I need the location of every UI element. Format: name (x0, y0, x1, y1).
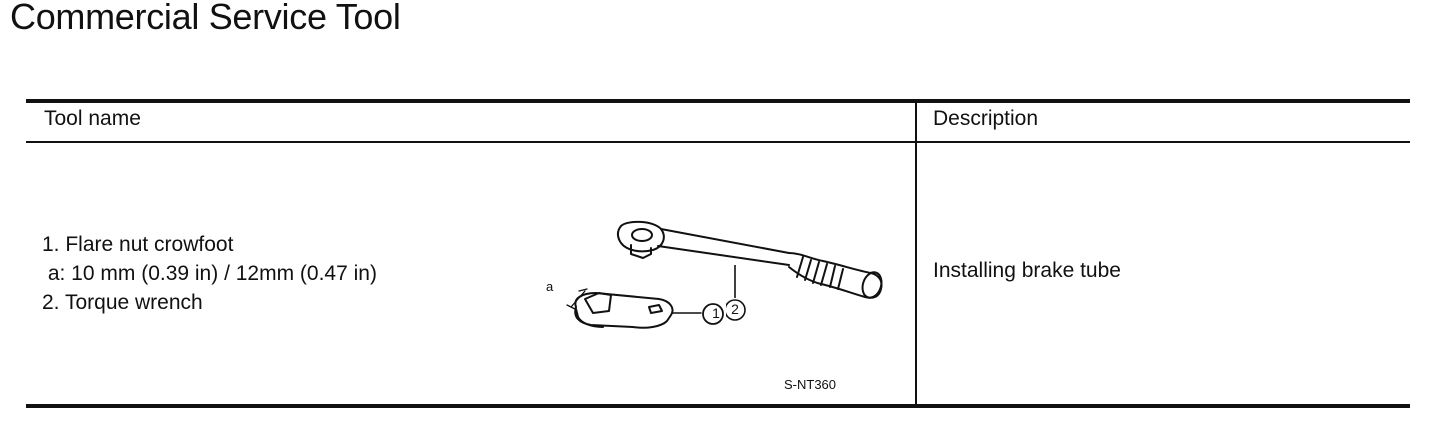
wrench-drive-socket (631, 228, 653, 242)
header-description: Description (933, 107, 1039, 130)
header-tool-name: Tool name (44, 107, 141, 130)
crowfoot-body-lower (575, 308, 604, 328)
commercial-service-tool-table: Tool name Description 1. Flare nut crowf… (26, 99, 1410, 408)
table-top-rule (26, 99, 1410, 103)
callout-1-label: 1 (712, 305, 720, 321)
callout-2-label: 2 (731, 301, 739, 317)
figure-code: S-NT360 (784, 377, 837, 392)
wrench-drive-square (630, 244, 652, 259)
description-cell: Installing brake tube (933, 259, 1121, 282)
column-divider (915, 103, 917, 404)
dimension-arrows (566, 288, 588, 310)
wrench-shaft (657, 228, 790, 266)
page-title: Commercial Service Tool (10, 0, 401, 37)
callout-1-circle (702, 303, 724, 325)
callout-2-marker (726, 265, 746, 321)
grip-ridges (796, 256, 844, 290)
tool-line-1: 1. Flare nut crowfoot (42, 233, 234, 256)
crowfoot-wrench-illustration (617, 220, 883, 299)
crowfoot-jaw (584, 292, 612, 314)
wrench-grip-end (861, 271, 883, 299)
dimension-label: a (546, 279, 554, 294)
tool-line-3: 2. Torque wrench (42, 291, 203, 314)
crowfoot-body (574, 292, 674, 329)
crowfoot-illustration (566, 288, 724, 329)
tool-line-2: a: 10 mm (0.39 in) / 12mm (0.47 in) (42, 262, 377, 285)
table-bottom-rule (26, 404, 1410, 408)
callout-2-circle (726, 299, 746, 321)
wrench-ratchet-head (617, 220, 665, 253)
tool-name-cell: 1. Flare nut crowfoot a: 10 mm (0.39 in)… (42, 230, 377, 317)
header-rule (26, 141, 1410, 143)
crowfoot-drive-hole (648, 304, 663, 314)
